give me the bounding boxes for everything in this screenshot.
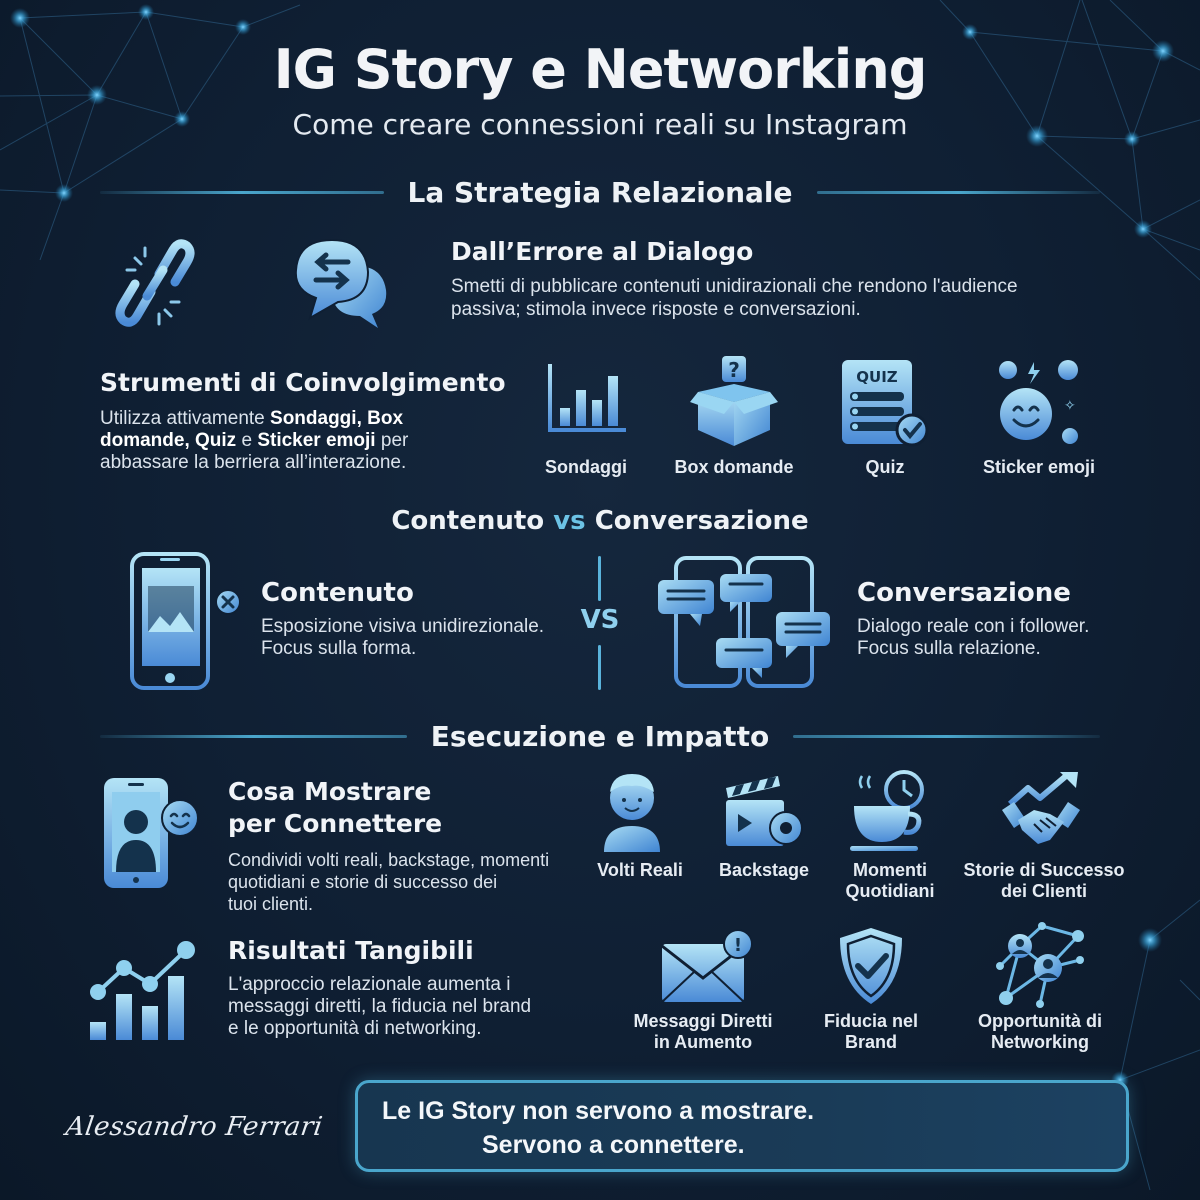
quote-box bbox=[355, 1080, 1129, 1172]
phone-selfie-icon bbox=[102, 776, 202, 892]
divider bbox=[100, 191, 384, 194]
engagement-text: Utilizza attivamente Sondaggi, Box doman… bbox=[100, 408, 409, 473]
section-heading-strategy: La Strategia Relazionale bbox=[100, 176, 1100, 209]
conversation-title: Conversazione bbox=[857, 578, 1071, 608]
section-heading-comparison: Contenuto vs Conversazione bbox=[391, 506, 809, 536]
section-title: Esecuzione e Impatto bbox=[430, 720, 770, 753]
broken-link-icon bbox=[115, 236, 195, 331]
bar-chart-icon bbox=[546, 364, 626, 434]
phone-post-icon bbox=[130, 552, 240, 692]
show-text: Condividi volti reali, backstage, moment… bbox=[228, 850, 550, 914]
divider bbox=[816, 191, 1100, 194]
section-title: La Strategia Relazionale bbox=[407, 176, 793, 209]
page-subtitle: Come creare connessioni reali su Instagr… bbox=[292, 108, 908, 141]
quiz-icon: QUIZ bbox=[840, 360, 930, 450]
author-signature: Alessandro Ferrari bbox=[63, 1112, 325, 1142]
svg-text:?: ? bbox=[728, 358, 740, 382]
svg-text:!: ! bbox=[734, 935, 742, 956]
dialog-title: Dall’Errore al Dialogo bbox=[451, 237, 754, 266]
page-title: IG Story e Networking bbox=[273, 38, 928, 101]
results-text: L'approccio relazionale aumenta i messag… bbox=[228, 974, 532, 1039]
dialog-text-line2: passiva; stimola invece risposte e conve… bbox=[451, 299, 861, 320]
network-people-icon bbox=[996, 922, 1086, 1008]
show-item-label: Backstage bbox=[718, 860, 810, 880]
coffee-clock-icon bbox=[850, 770, 930, 852]
clapperboard-gear-icon bbox=[722, 774, 812, 850]
emoji-sticker-icon: ✧ bbox=[996, 360, 1088, 450]
show-item-label: Volti Reali bbox=[597, 860, 683, 880]
content-line2: Focus sulla forma. bbox=[261, 638, 417, 659]
show-item-label: Momenti Quotidiani bbox=[845, 860, 935, 901]
growth-chart-icon bbox=[88, 936, 204, 1044]
vs-divider-top bbox=[598, 556, 601, 601]
tool-label-box-domande: Box domande bbox=[674, 457, 794, 477]
engagement-title: Strumenti di Coinvolgimento bbox=[100, 368, 506, 397]
shield-check-icon bbox=[836, 926, 906, 1006]
show-item-label: Storie di Successo dei Clienti bbox=[963, 860, 1125, 901]
tool-label-quiz: Quiz bbox=[865, 457, 905, 477]
section-heading-execution: Esecuzione e Impatto bbox=[100, 720, 1100, 753]
mail-alert-icon: ! bbox=[660, 928, 756, 1004]
conversation-line1: Dialogo reale con i follower. bbox=[857, 616, 1090, 637]
show-title: Cosa Mostrare per Connettere bbox=[228, 777, 443, 838]
quote-line1: Le IG Story non servono a mostrare. bbox=[382, 1097, 815, 1125]
result-item-label: Opportunità di Networking bbox=[978, 1011, 1102, 1052]
phones-chat-icon bbox=[656, 554, 832, 690]
chat-exchange-icon bbox=[292, 236, 392, 331]
divider bbox=[100, 735, 407, 738]
dialog-text-line1: Smetti di pubblicare contenuti unidirazi… bbox=[451, 276, 1018, 297]
quote-line2: Servono a connettere. bbox=[482, 1131, 745, 1159]
content-line1: Esposizione visiva unidirezionale. bbox=[261, 616, 545, 637]
results-title: Risultati Tangibili bbox=[228, 936, 474, 965]
vs-label: VS bbox=[580, 605, 620, 635]
person-icon bbox=[602, 770, 662, 852]
divider bbox=[793, 735, 1100, 738]
svg-text:QUIZ: QUIZ bbox=[856, 368, 898, 386]
result-item-label: Fiducia nel Brand bbox=[823, 1011, 919, 1052]
tool-label-sticker-emoji: Sticker emoji bbox=[982, 457, 1096, 477]
result-item-label: Messaggi Diretti in Aumento bbox=[633, 1011, 773, 1052]
question-box-icon: ? bbox=[690, 356, 778, 448]
handshake-growth-icon bbox=[1000, 770, 1082, 852]
conversation-line2: Focus sulla relazione. bbox=[857, 638, 1041, 659]
content-title: Contenuto bbox=[261, 578, 414, 608]
svg-text:✧: ✧ bbox=[1064, 398, 1076, 414]
vs-divider-bottom bbox=[598, 645, 601, 690]
tool-label-sondaggi: Sondaggi bbox=[545, 457, 627, 477]
